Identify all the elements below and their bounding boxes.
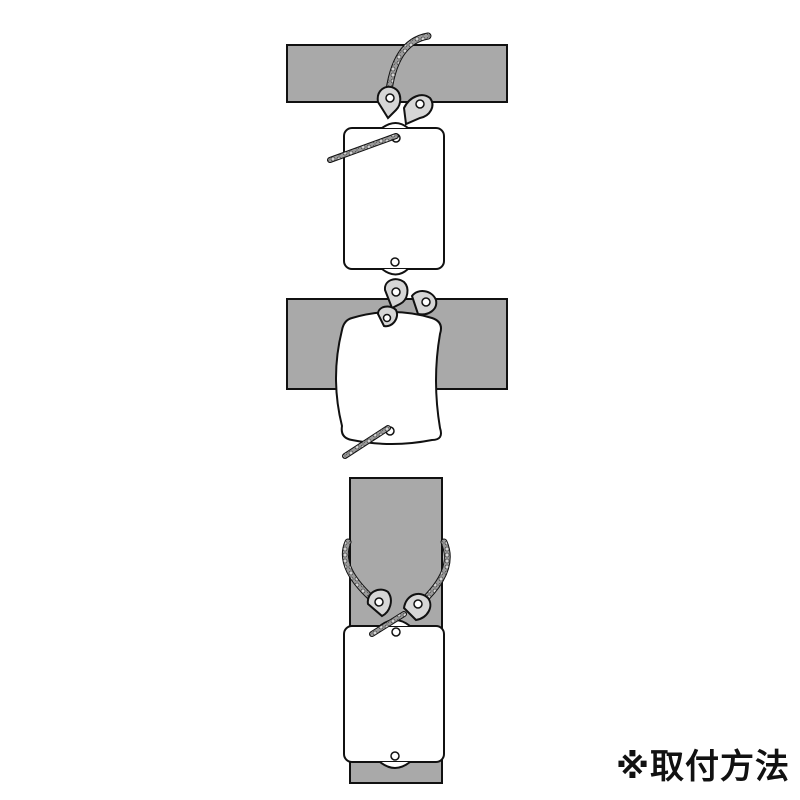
tag-hole-top [391, 627, 401, 637]
seal-clamp [376, 278, 438, 328]
tag-plate-curved [335, 311, 442, 445]
tag-hole-bottom [390, 751, 400, 761]
tag-hole-bottom [390, 257, 400, 267]
seal-clamp [376, 85, 434, 126]
caption-mounting-method: ※取付方法 [615, 747, 790, 787]
step-3-vertical-pole [341, 477, 451, 784]
tag-plate [343, 625, 445, 763]
step-2-horizontal-beam-wrapped [286, 278, 508, 459]
step-1-horizontal-beam-hanging [286, 32, 508, 276]
seal-clamp [366, 588, 432, 622]
